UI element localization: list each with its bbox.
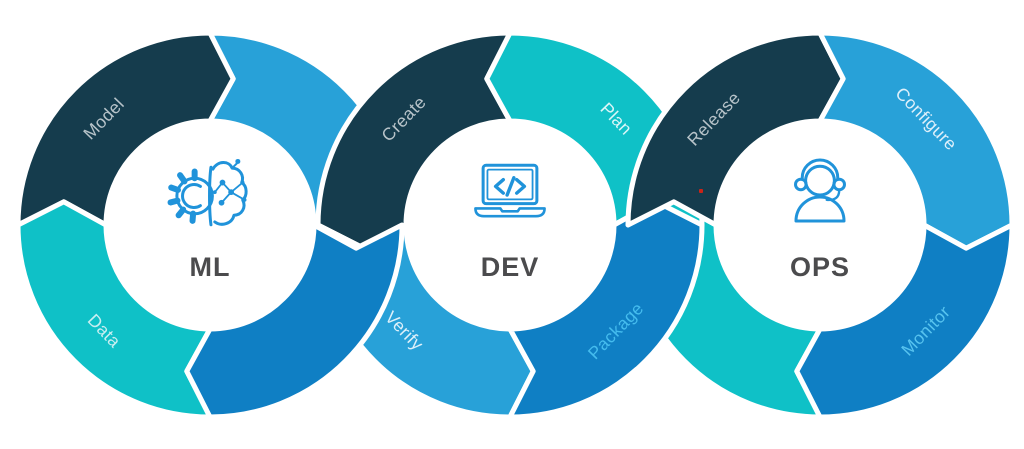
ml-ring-center: ML — [100, 148, 320, 283]
person-head — [806, 166, 835, 195]
segment-dev-create — [315, 30, 513, 251]
headset-person-icon — [772, 148, 868, 244]
dev-ring-label: DEV — [480, 252, 540, 282]
gear-brain-spine — [210, 167, 211, 225]
ops-ring-center: OPS — [710, 148, 930, 283]
laptop-screen — [483, 165, 537, 203]
gear-brain-icon — [162, 158, 258, 244]
red-dot-artifact — [699, 189, 703, 193]
ml-ring-label: ML — [189, 252, 231, 282]
segment-ops-configure — [817, 30, 1015, 251]
segment-ops-release — [625, 30, 846, 228]
laptop-code-icon — [462, 148, 558, 244]
brain-antenna — [232, 163, 237, 168]
laptop-screen-inner — [487, 170, 532, 200]
segment-ml-bottom-right — [184, 222, 405, 420]
gear-teeth — [171, 172, 195, 221]
code-glyph — [496, 178, 525, 195]
headset-band — [802, 160, 838, 178]
segment-ops-monitor — [794, 222, 1015, 420]
brain-outline — [213, 163, 246, 225]
headset-right-cup — [834, 179, 845, 190]
brain-links — [215, 183, 245, 203]
dev-ring-center: DEV — [400, 148, 620, 283]
gear-inner-c — [183, 184, 201, 207]
segment-ml-data — [15, 199, 213, 420]
person-shoulders — [796, 197, 844, 221]
segment-ml-model — [15, 30, 236, 228]
ops-ring-label: OPS — [789, 252, 851, 282]
headset-left-cup — [796, 179, 807, 190]
laptop-base — [475, 208, 544, 216]
segment-dev-package — [507, 199, 705, 420]
